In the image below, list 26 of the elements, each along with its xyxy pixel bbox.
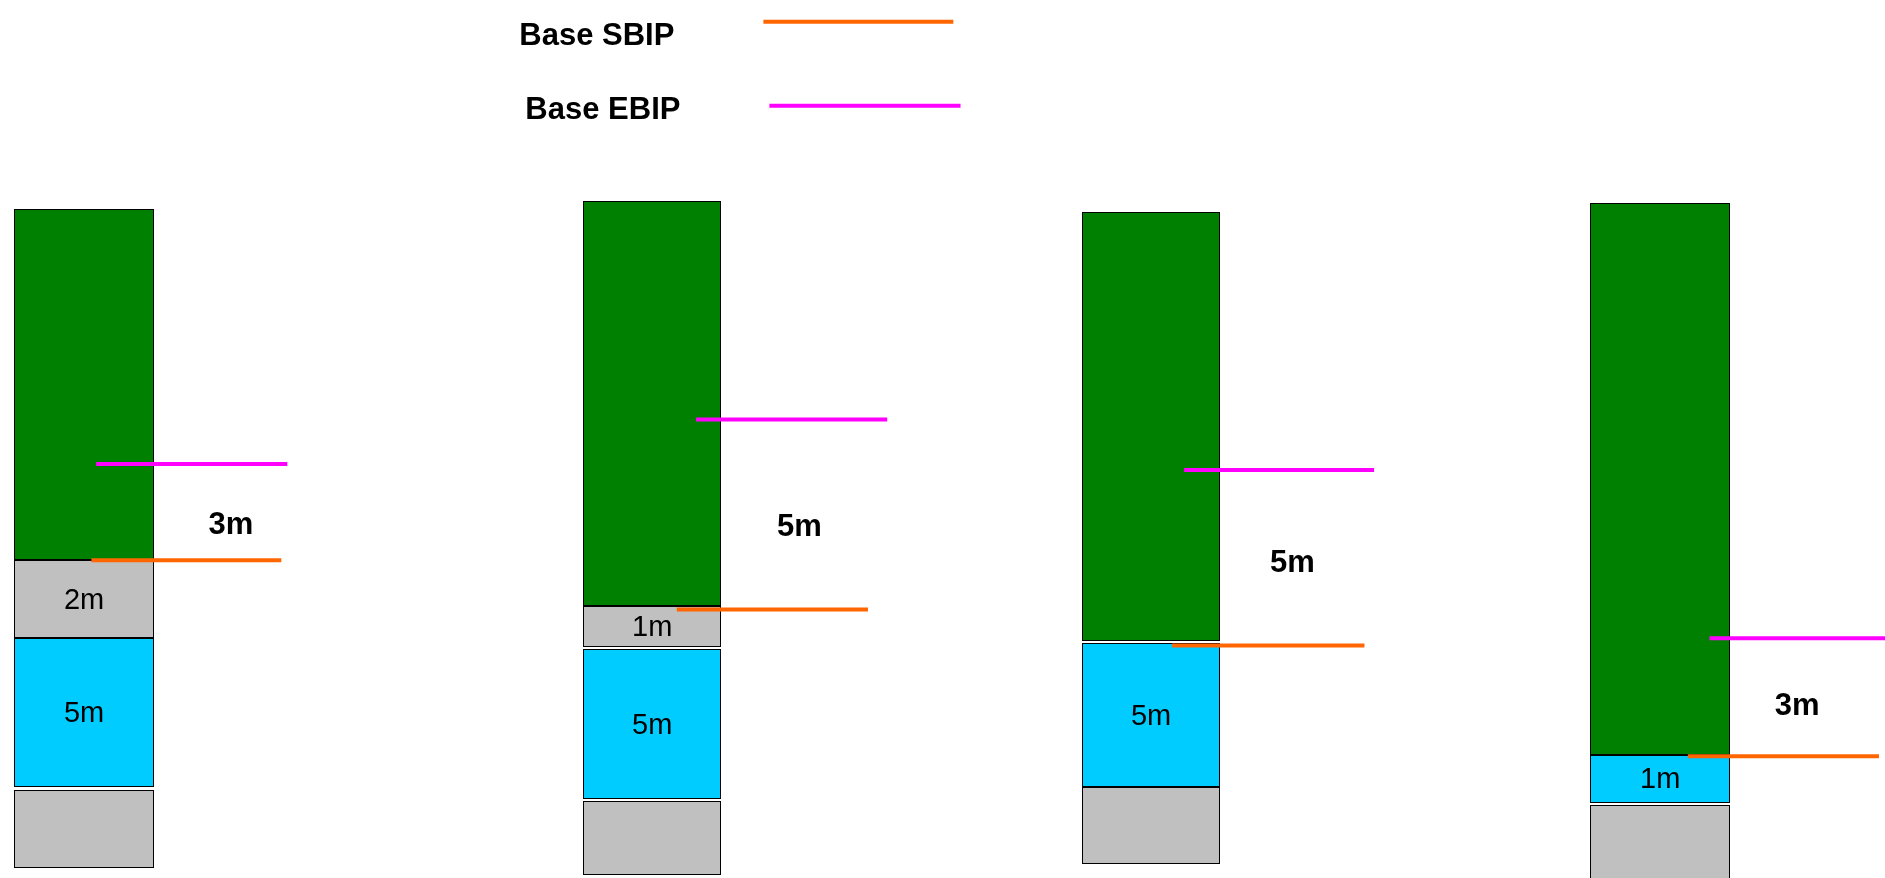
segment-label: 5m [1130, 700, 1172, 730]
column-segment [1081, 211, 1221, 641]
column-segment [583, 649, 722, 800]
height-label: 3m [1774, 688, 1820, 720]
column-segment [14, 638, 154, 788]
column-segment [583, 800, 722, 876]
segment-label: 1m [632, 611, 673, 641]
legend-text: Base EBIP [525, 92, 681, 124]
column-segment [14, 789, 154, 868]
column-segment [583, 200, 722, 606]
segment-label: 1m [1640, 764, 1681, 794]
height-label: 3m [208, 507, 254, 539]
segment-label: 5m [632, 709, 673, 739]
column-segment [14, 560, 154, 639]
column-segment [14, 209, 154, 561]
segment-label: 2m [64, 584, 105, 614]
height-label: 5m [777, 509, 822, 541]
column-segment [1590, 203, 1730, 755]
legend-text: Base SBIP [519, 18, 675, 50]
height-label: 5m [1269, 545, 1315, 577]
segment-label: 5m [64, 698, 105, 728]
column-segment [1590, 754, 1730, 804]
column-segment [1081, 787, 1221, 865]
column-segment [1081, 643, 1221, 788]
column-segment [1590, 805, 1730, 878]
column-segment [583, 605, 722, 647]
